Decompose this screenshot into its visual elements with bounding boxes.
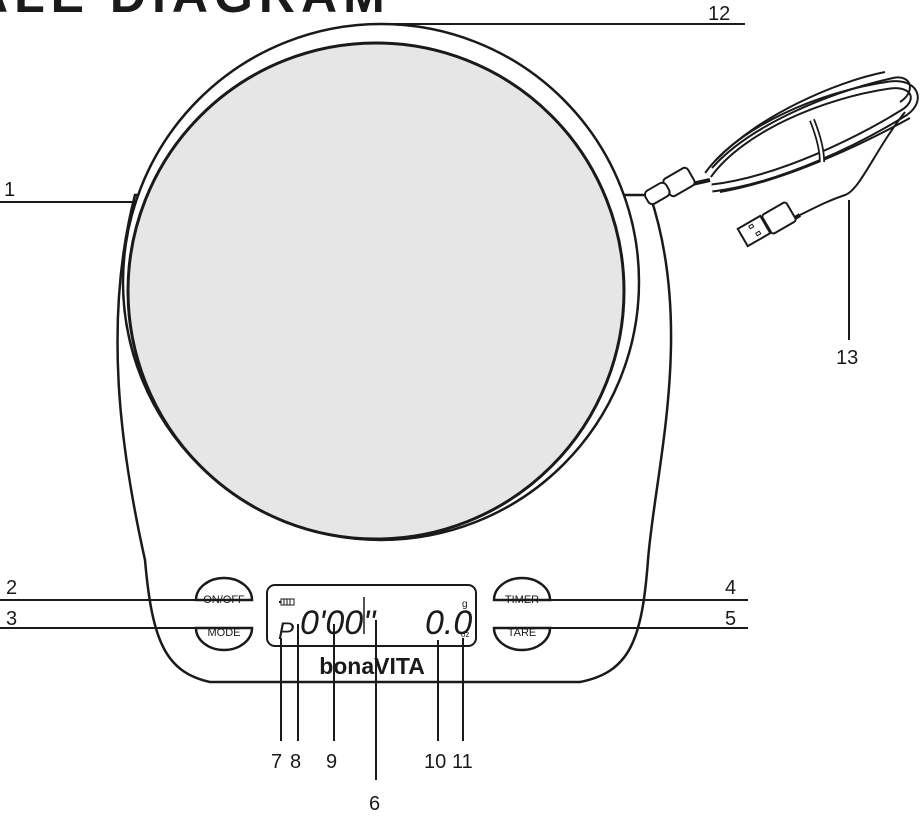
on-off-button[interactable]: ON/OFF [194, 576, 254, 606]
callout-12: 12 [708, 3, 730, 25]
cable-tail [799, 111, 906, 216]
callout-11: 11 [452, 751, 473, 773]
callout-7: 7 [271, 751, 282, 773]
timer-label: TIMER [505, 594, 539, 606]
diagram-title: ALE DIAGRAM [0, 0, 391, 24]
callout-10: 10 [424, 751, 446, 773]
usb-c-connector [643, 166, 711, 206]
callout-4: 4 [725, 577, 736, 599]
callout-13: 13 [836, 347, 858, 369]
bonavita-logo: bonaVITA [319, 653, 425, 679]
lcd-mode-char: P [278, 618, 294, 645]
leader-lines [0, 23, 850, 780]
weighing-platform [126, 41, 626, 541]
mode-button[interactable]: MODE [194, 626, 254, 652]
callout-3: 3 [6, 608, 17, 630]
on-off-label: ON/OFF [203, 594, 245, 606]
tare-label: TARE [508, 627, 537, 639]
callout-2: 2 [6, 577, 17, 599]
timer-button[interactable]: TIMER [492, 576, 552, 606]
usb-cable [643, 71, 919, 248]
lcd-unit-ounces: oz [461, 630, 469, 639]
lcd-weight-readout: 0.0 [425, 604, 472, 642]
mode-label: MODE [208, 627, 241, 639]
lcd-display: P 0'00" 0.0 g oz [266, 584, 477, 647]
callout-8: 8 [290, 751, 301, 773]
cable-coil [704, 71, 919, 193]
callout-9: 9 [326, 751, 337, 773]
tare-button[interactable]: TARE [492, 626, 552, 652]
lcd-unit-grams: g [462, 599, 468, 610]
callout-6: 6 [369, 793, 380, 815]
callout-1: 1 [4, 179, 15, 201]
lcd-timer-readout: 0'00" [300, 604, 377, 642]
usb-a-connector [736, 201, 802, 248]
battery-icon [279, 598, 295, 606]
callout-5: 5 [725, 608, 736, 630]
